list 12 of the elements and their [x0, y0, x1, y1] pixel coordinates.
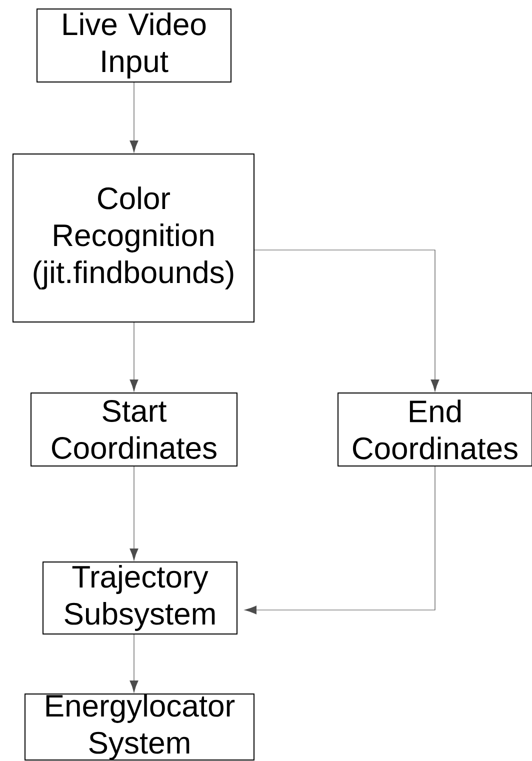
process-box: Color Recognition (jit.findbounds) [12, 154, 254, 322]
arrow [254, 250, 440, 392]
arrow [130, 634, 138, 692]
arrow [130, 322, 138, 392]
arrow [130, 82, 138, 152]
process-box: Live Video Input [36, 8, 232, 82]
arrow [244, 466, 436, 614]
process-box: Energylocator System [24, 694, 254, 760]
arrow [130, 466, 138, 560]
process-box: End Coordinates [338, 392, 532, 466]
process-box: Trajectory Subsystem [42, 562, 238, 634]
process-box: Start Coordinates [30, 392, 238, 466]
